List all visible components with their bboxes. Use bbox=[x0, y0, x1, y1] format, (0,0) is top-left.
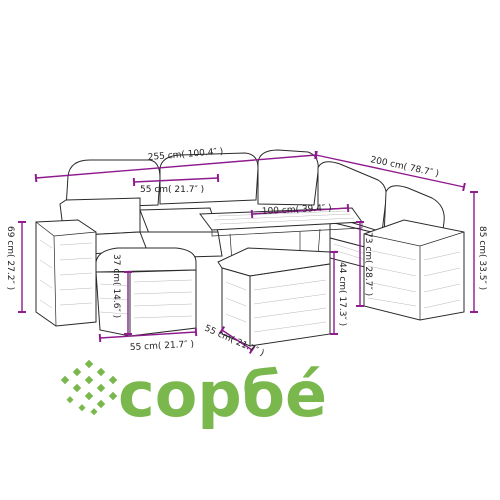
dim-label-footstool-width: 55 cm( 21.7″ ) bbox=[130, 340, 195, 353]
brand-name: copбé bbox=[118, 358, 327, 431]
dim-label-stool-height: 44 cm( 17.3″ ) bbox=[337, 262, 347, 326]
sofa-set-illustration bbox=[35, 149, 465, 347]
footstool-left bbox=[95, 247, 197, 273]
dim-label-table-height: 73 cm( 28.7″ ) bbox=[363, 232, 373, 296]
brand-mark-icon bbox=[60, 359, 118, 416]
brand-logo: copбé bbox=[60, 358, 327, 431]
dim-label-footstool-height: 37 cm( 14.6″ ) bbox=[111, 254, 121, 318]
side-box-right bbox=[363, 219, 465, 321]
dim-line-total-depth bbox=[314, 150, 466, 192]
dim-label-side-height: 69 cm( 27.2″ ) bbox=[5, 226, 15, 290]
dim-line-stool-width bbox=[218, 325, 256, 355]
dim-label-seat-width: 55 cm( 21.7″ ) bbox=[140, 185, 204, 195]
dim-line-footstool-width bbox=[98, 327, 198, 343]
side-box-left bbox=[35, 219, 97, 327]
dim-label-table-width: 100 cm( 39.4″ ) bbox=[262, 203, 332, 217]
dim-line-table-width bbox=[250, 203, 350, 219]
dim-label-overall-height: 85 cm( 33.5″ ) bbox=[477, 226, 487, 290]
back-cushion bbox=[257, 149, 319, 206]
dim-line-seat-width bbox=[132, 173, 220, 187]
dim-label-total-depth: 200 cm( 78.7″ ) bbox=[369, 155, 439, 179]
dim-line-total-width bbox=[34, 150, 318, 183]
